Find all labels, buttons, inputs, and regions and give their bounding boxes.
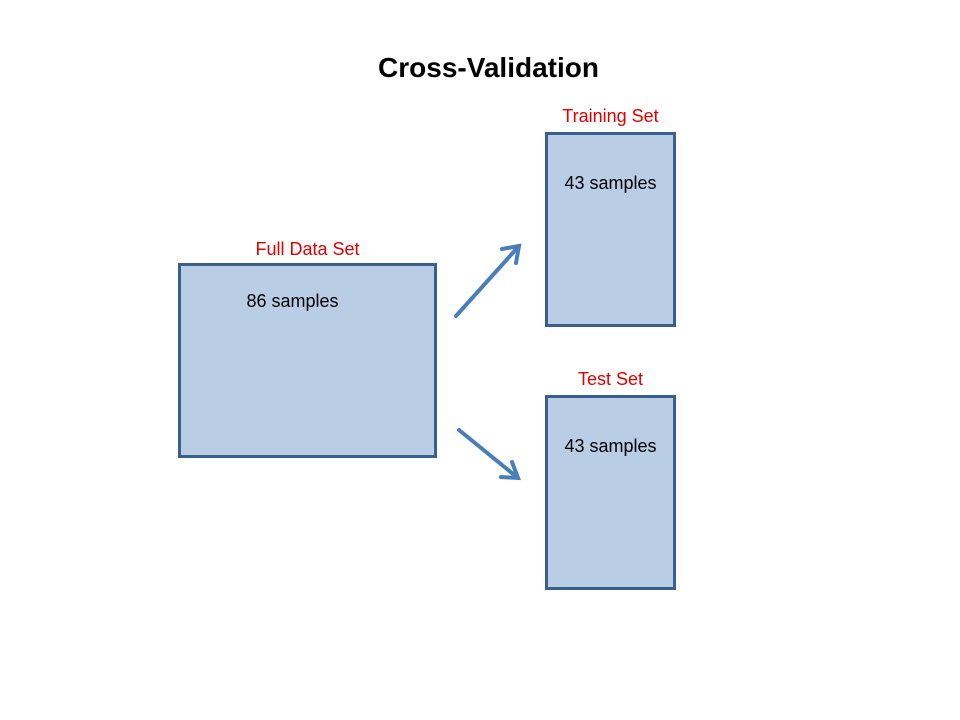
full-data-set-label: Full Data Set: [255, 239, 360, 259]
arrow-to-training-icon: [454, 243, 522, 318]
full-data-set-box: 86 samples: [178, 263, 437, 458]
full-data-set-count: 86 samples: [246, 291, 339, 311]
arrow-to-test-icon: [457, 428, 521, 481]
page-title: Cross-Validation: [378, 52, 599, 83]
training-set-label: Training Set: [562, 106, 659, 126]
test-set-label: Test Set: [577, 369, 644, 389]
test-set-box: 43 samples: [545, 395, 676, 590]
training-set-box: 43 samples: [545, 132, 676, 327]
training-set-count: 43 samples: [564, 173, 657, 193]
test-set-count: 43 samples: [564, 436, 657, 456]
